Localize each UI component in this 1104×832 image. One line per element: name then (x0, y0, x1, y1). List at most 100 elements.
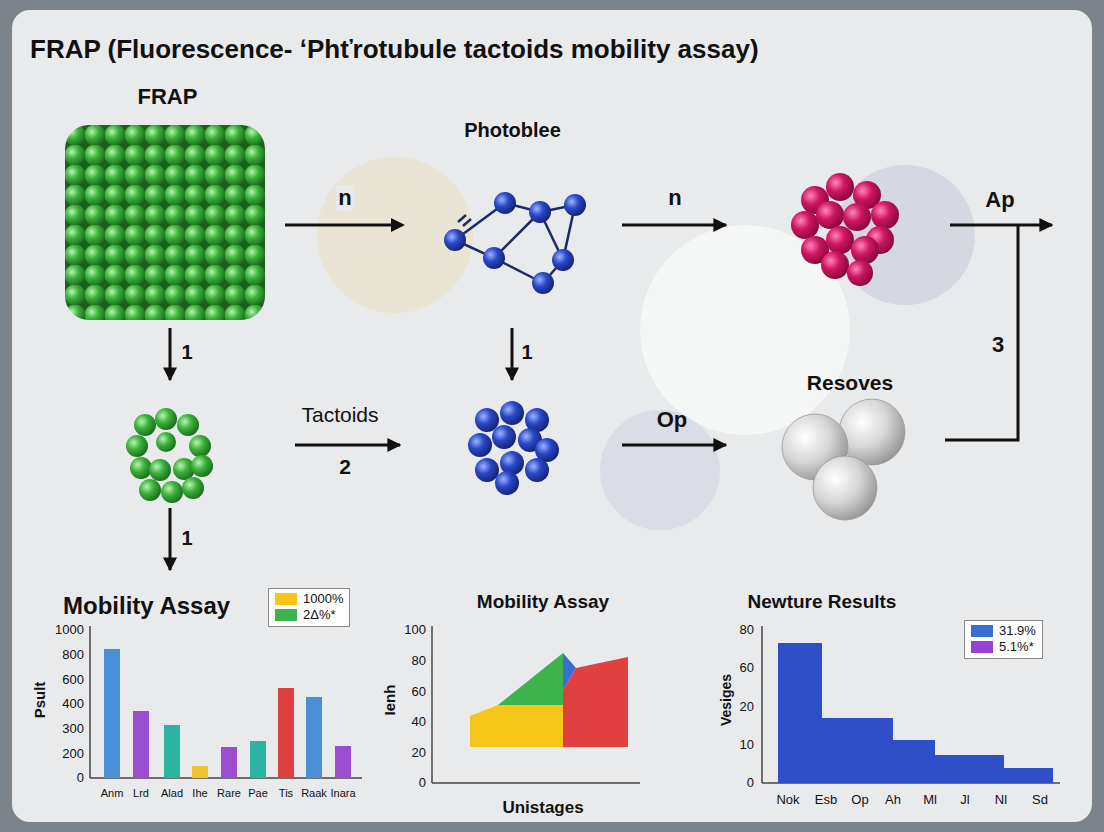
chart-label: Ap (985, 187, 1014, 212)
chart-label: Ihe (192, 787, 207, 800)
chart-label: 80 (740, 623, 754, 638)
chart-label: 1000 (55, 623, 84, 638)
arrow-label: n (336, 185, 353, 211)
chart-label: Jl (960, 793, 969, 808)
chart-label: Sd (1032, 793, 1048, 808)
chart-label: 100 (404, 623, 426, 638)
background (640, 225, 850, 435)
area-chart (563, 657, 628, 747)
bar-chart (306, 697, 322, 778)
chart-label: 80 (412, 654, 426, 669)
small-green-cluster (149, 459, 171, 481)
legend-text: 5.1%* (999, 639, 1034, 655)
blue-cluster (475, 458, 499, 482)
magenta-cluster (821, 251, 849, 279)
chart-label: Ml (923, 793, 937, 808)
bar-chart (164, 725, 180, 778)
bar-chart (221, 747, 237, 778)
small-green-cluster (155, 408, 177, 430)
flow-arrow (285, 218, 405, 232)
blue-cluster (500, 401, 524, 425)
legend-swatch (971, 641, 993, 653)
legend-row: 31.9% (971, 623, 1036, 639)
chart-label: 800 (62, 648, 84, 663)
chart-label: Pae (248, 787, 268, 800)
legend-text: 1000% (303, 591, 343, 607)
small-green-cluster (156, 432, 176, 452)
small-green-cluster (161, 481, 183, 503)
chart-label: n (668, 185, 681, 210)
blue-cluster (475, 408, 499, 432)
histogram (761, 626, 763, 783)
area-chart (431, 626, 433, 783)
flow-arrows (622, 444, 726, 447)
axis-title: Vesiges (718, 674, 734, 726)
flow-arrows (511, 328, 514, 380)
chart-label: 0 (747, 776, 754, 791)
area-chart (432, 626, 640, 783)
chart-label: 0 (419, 776, 426, 791)
flow-arrows (622, 224, 726, 227)
chart-label: 60 (740, 661, 754, 676)
blue-network (444, 229, 466, 251)
chart-label: 20 (740, 700, 754, 715)
chart-label: Alad (161, 787, 183, 800)
chart-label: Unistages (502, 798, 583, 818)
bar-chart (133, 711, 149, 778)
small-green-cluster (189, 435, 211, 457)
legend-swatch (971, 625, 993, 637)
legend-swatch (275, 609, 297, 621)
legend-box: 1000%2Δ%* (268, 588, 350, 627)
background (317, 157, 473, 313)
magenta-cluster (816, 201, 844, 229)
histogram (778, 643, 1053, 783)
node-heading: FRAP (50, 84, 285, 110)
blue-network (552, 249, 574, 271)
diagram-title: FRAP (Fluorescence- ʻPhťrotubule tactoid… (30, 34, 759, 65)
blue-network (444, 192, 586, 294)
chart-label: Anm (101, 787, 124, 800)
bar-chart (89, 626, 91, 778)
legend-text: 2Δ%* (303, 607, 336, 623)
area-chart (498, 653, 563, 705)
chart-label: Tactoids (301, 403, 378, 427)
chart-label: Newture Results (748, 591, 897, 613)
magenta-cluster (847, 260, 873, 286)
blue-network (458, 215, 466, 222)
chart-label: 20 (412, 746, 426, 761)
small-green-cluster (182, 477, 204, 499)
chart-label: Op (657, 407, 688, 432)
chart-label: 200 (62, 747, 84, 762)
legend-row: 5.1%* (971, 639, 1036, 655)
bar-chart (104, 649, 120, 778)
green-cube-cluster (65, 125, 265, 320)
chart-label: Tis (279, 787, 293, 800)
legend-swatch (275, 593, 297, 605)
small-green-cluster (191, 455, 213, 477)
bar-chart (90, 626, 362, 778)
chart-label: 300 (62, 722, 84, 737)
bar-chart (335, 746, 351, 778)
blue-cluster (468, 433, 492, 457)
blue-network (455, 203, 575, 283)
legend-box: 31.9%5.1%* (964, 620, 1043, 659)
chart-label: 3 (992, 332, 1004, 357)
blue-network (532, 272, 554, 294)
area-chart (470, 705, 563, 747)
grey-spheres (782, 399, 905, 520)
chart-label: Lrd (133, 787, 149, 800)
illustration-node: Resoves (765, 370, 935, 520)
chart-label: 1 (181, 527, 192, 550)
histogram (762, 626, 1060, 783)
chart-label: Mobility Assay (63, 592, 230, 620)
small-green-cluster (139, 479, 161, 501)
chart-label: Nok (776, 793, 799, 808)
flow-arrows (169, 508, 172, 570)
blue-network (529, 201, 551, 223)
chart-label: Mobility Assay (477, 591, 609, 613)
chart-label: Inara (330, 787, 355, 800)
chart-label: 600 (62, 673, 84, 688)
